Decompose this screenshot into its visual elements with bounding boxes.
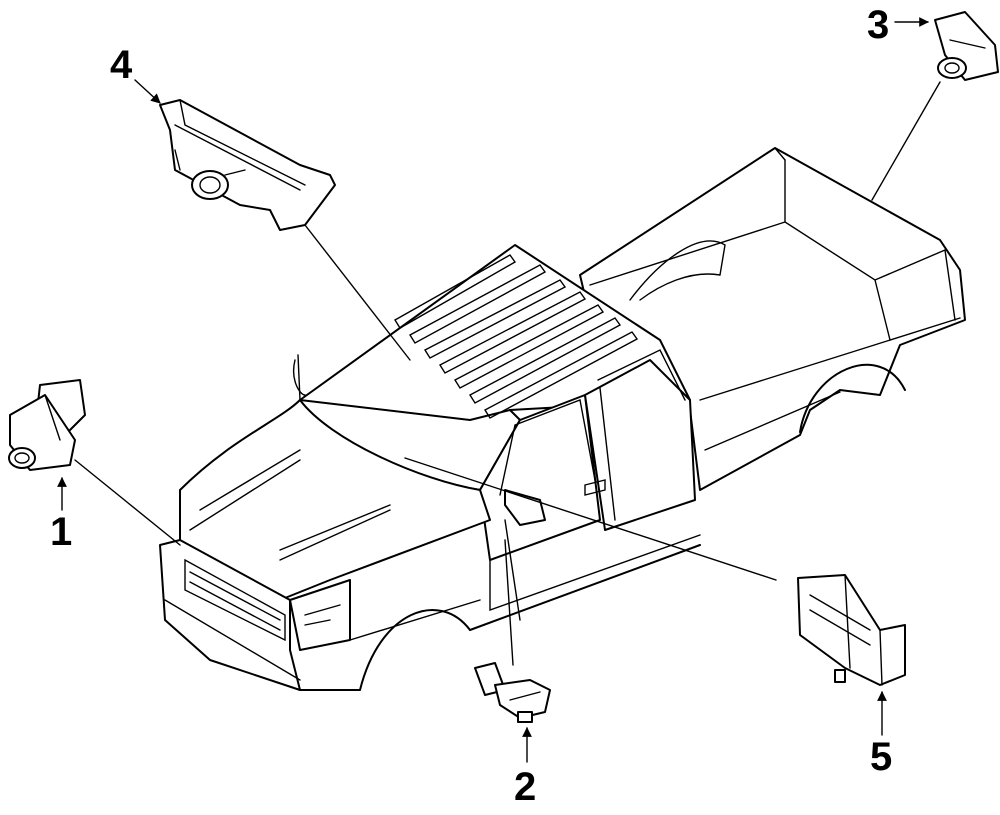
truck-body (159, 147, 966, 691)
part-2-side-sensor (474, 662, 551, 723)
part-4-camera-module (159, 99, 336, 231)
part-5-control-module (797, 574, 906, 686)
part-1-front-sensor (8, 379, 86, 471)
callout-5: 5 (870, 735, 892, 779)
callout-arrows (57, 17, 929, 763)
callout-numbers: 1 2 3 4 5 (50, 3, 892, 809)
callout-1: 1 (50, 510, 72, 554)
leader-lines (74, 81, 941, 666)
callout-3: 3 (867, 3, 889, 47)
part-3-rear-sensor (934, 11, 999, 81)
roof-ribs (394, 254, 639, 419)
grille (184, 558, 286, 642)
callout-2: 2 (514, 765, 536, 809)
callout-4: 4 (110, 43, 133, 87)
